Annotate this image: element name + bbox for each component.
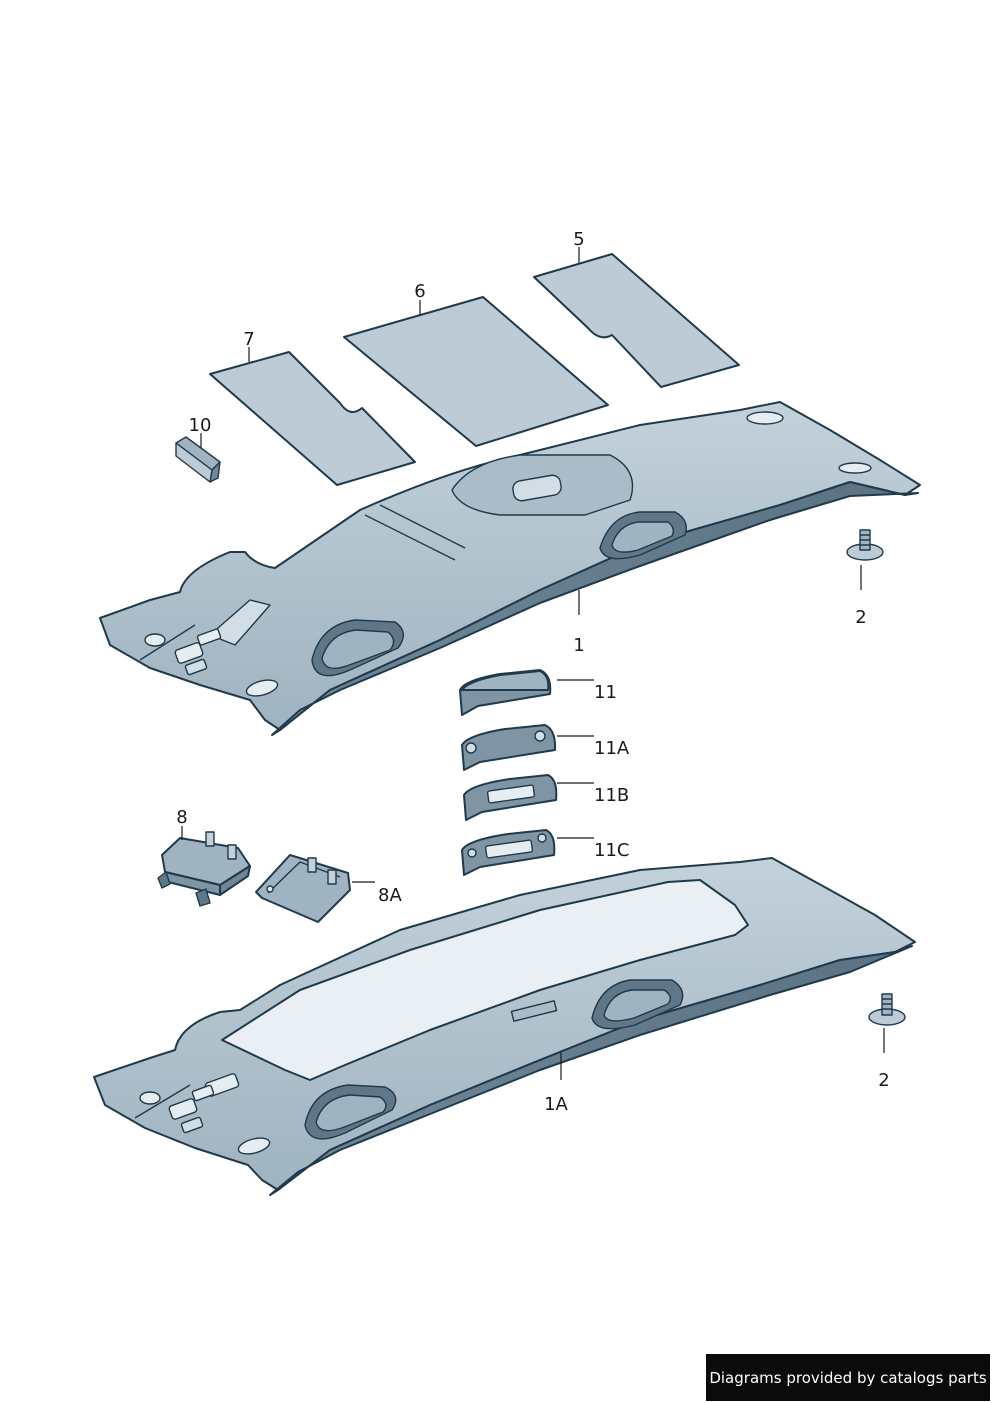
- label-8: 8: [176, 807, 187, 828]
- handle-cover-11: [459, 669, 552, 716]
- label-11c: 11C: [594, 840, 629, 861]
- handle-cover-11a: [461, 724, 557, 771]
- handle-cover-11b: [463, 774, 558, 821]
- insulation-mat-5: [533, 253, 740, 388]
- label-8a: 8A: [378, 885, 402, 906]
- label-10: 10: [189, 415, 212, 436]
- leader-lines: [181, 247, 885, 1080]
- insulation-mat-6: [343, 296, 609, 447]
- bracket-8a: [255, 854, 351, 923]
- bracket-8: [157, 831, 251, 907]
- foam-block-10: [175, 436, 221, 483]
- label-6: 6: [414, 281, 425, 302]
- label-2-upper: 2: [855, 607, 866, 628]
- screw-2-upper: [846, 529, 884, 561]
- label-2-lower: 2: [878, 1070, 889, 1091]
- insulation-mat-7: [209, 351, 416, 486]
- headliner-1a: [93, 857, 916, 1196]
- label-7: 7: [243, 329, 254, 350]
- label-11a: 11A: [594, 738, 630, 759]
- credit-banner: Diagrams provided by catalogs parts: [706, 1354, 990, 1401]
- label-1a: 1A: [544, 1094, 568, 1115]
- label-11: 11: [594, 682, 617, 703]
- screw-2-lower: [868, 993, 906, 1026]
- handle-cover-11c: [461, 829, 556, 876]
- label-1: 1: [573, 635, 584, 656]
- headliner-1: [99, 401, 921, 736]
- label-11b: 11B: [594, 785, 629, 806]
- label-5: 5: [573, 229, 584, 250]
